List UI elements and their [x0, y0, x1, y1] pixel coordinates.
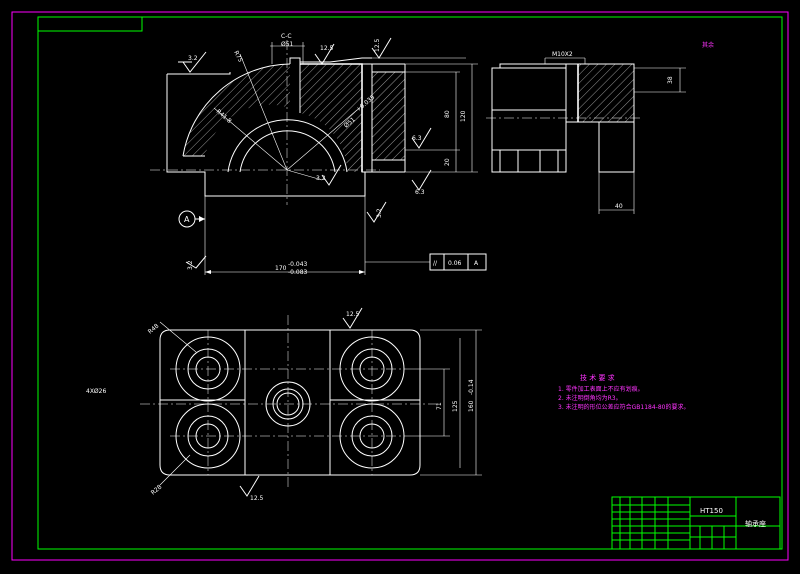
dim-71: 71 [436, 402, 443, 410]
dim-38: 38 [667, 76, 674, 84]
section-label: C-C [281, 33, 292, 40]
tech-requirement-2: 2. 未注明倒角均为R3。 [558, 394, 622, 402]
tolerance-datum-ref: A [474, 260, 479, 267]
roughness-other-note: 其余 [702, 41, 714, 49]
dim-width-170-tol-lower: -0.083 [288, 269, 308, 276]
dim-160: 160 [468, 400, 475, 412]
tech-requirement-1: 1. 零件加工表面上不应有划痕。 [558, 385, 644, 393]
title-block-material: HT150 [700, 507, 723, 515]
dim-bolt-holes: 4XØ26 [86, 388, 106, 395]
sheet-outer-border [11, 11, 789, 561]
plan-view [140, 307, 482, 497]
roughness-6-3-b: 6.3 [415, 189, 425, 196]
tech-requirements-title: 技 术 要 求 [580, 373, 615, 382]
roughness-12-5-a: 12.5 [320, 45, 334, 52]
dim-bore-diameter: Ø51 [281, 41, 294, 48]
dim-width-170-tol-upper: -0.043 [288, 261, 308, 268]
title-block [611, 496, 781, 550]
roughness-3-2-a: 3.2 [188, 55, 198, 62]
front-section-view [150, 37, 487, 275]
dim-radius-large: R75 [232, 50, 244, 64]
tech-requirement-3: 3. 未注明的形位公差应符合GB1184-80的要求。 [558, 403, 689, 411]
roughness-3-2-b: 3.2 [316, 175, 326, 182]
dim-corner-radius-bottom: R28 [150, 483, 164, 496]
roughness-plan-bottom: 12.5 [250, 495, 264, 502]
roughness-3-2-d: 3.2 [187, 260, 194, 270]
roughness-6-3-a: 6.3 [412, 135, 422, 142]
roughness-12-5-b: 12.5 [374, 38, 381, 52]
datum-a-label: A [184, 215, 190, 224]
title-block-part-name: 轴承座 [745, 519, 766, 528]
tolerance-value: 0.06 [448, 260, 462, 267]
dim-height-20: 20 [444, 158, 451, 166]
side-view [486, 57, 686, 214]
dim-160-tol: -0.14 [468, 379, 475, 395]
sheet-inner-border [37, 16, 783, 550]
dim-corner-radius-top: R48 [147, 322, 161, 335]
dim-40: 40 [615, 203, 623, 210]
dim-height-120: 120 [460, 110, 467, 122]
sheet-corner-box [37, 16, 143, 32]
dim-width-170: 170 [275, 265, 287, 272]
roughness-3-2-c: 3.2 [376, 208, 383, 218]
dim-height-80: 80 [444, 110, 451, 118]
roughness-plan-top: 12.5 [346, 311, 360, 318]
dim-125: 125 [452, 400, 459, 412]
tolerance-parallel-symbol: // [433, 260, 438, 267]
dim-thread: M10X2 [552, 51, 573, 58]
